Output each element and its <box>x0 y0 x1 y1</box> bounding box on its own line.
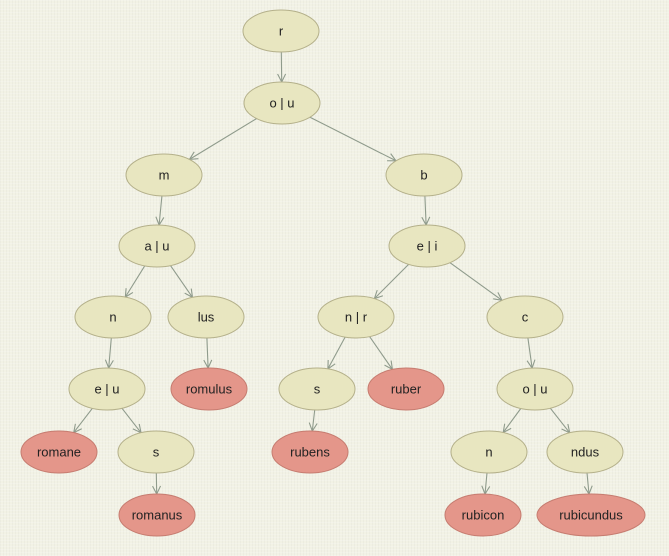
tree-node-nr: n | r <box>317 295 395 339</box>
leaf-node-ruber: ruber <box>367 367 445 411</box>
leaf-node-rubicon: rubicon <box>444 493 522 537</box>
edge-ndus-to-rubicundus <box>587 472 589 494</box>
tree-node-ou2: o | u <box>496 367 574 411</box>
node-label: ndus <box>571 445 600 460</box>
edge-ei-to-c <box>449 262 502 301</box>
tree-node-s2: s <box>117 430 195 474</box>
node-label: lus <box>198 310 215 325</box>
edge-nr-to-s1 <box>328 336 346 369</box>
node-label: rubens <box>290 445 330 460</box>
edge-n2-to-rubicon <box>485 472 487 494</box>
edge-ou1-to-m <box>190 118 257 160</box>
edge-ou2-to-n2 <box>503 408 522 433</box>
edge-s1-to-rubens <box>312 409 314 431</box>
edge-m-to-au <box>159 195 162 225</box>
node-label: o | u <box>269 96 294 111</box>
tree-node-c: c <box>486 295 564 339</box>
node-layer: r o | u m b a | u e | i n lus n | r c e | u romulus… <box>20 9 646 537</box>
node-ellipse <box>278 367 356 411</box>
tree-node-n1: n <box>74 295 152 339</box>
edge-layer <box>74 51 589 494</box>
node-label: e | u <box>94 382 119 397</box>
tree-node-au: a | u <box>118 224 196 268</box>
edge-c-to-ou2 <box>528 337 532 368</box>
node-label: b <box>420 168 427 183</box>
node-label: rubicon <box>462 508 505 523</box>
node-ellipse <box>367 367 445 411</box>
edge-b-to-ei <box>425 195 426 225</box>
node-label: o | u <box>522 382 547 397</box>
tree-node-m: m <box>125 153 203 197</box>
node-label: n <box>485 445 492 460</box>
node-label: ruber <box>391 382 422 397</box>
edge-lus-to-romulus <box>207 337 208 368</box>
leaf-node-romanus: romanus <box>118 493 196 537</box>
edge-au-to-n1 <box>125 265 146 297</box>
node-ellipse <box>444 493 522 537</box>
tree-node-n2: n <box>450 430 528 474</box>
node-ellipse <box>317 295 395 339</box>
node-label: r <box>279 24 284 39</box>
edge-au-to-lus <box>170 265 193 298</box>
node-label: c <box>522 310 529 325</box>
tree-node-ei: e | i <box>388 224 466 268</box>
edge-eu-to-romane <box>74 408 93 432</box>
node-ellipse <box>536 493 646 537</box>
node-ellipse <box>271 430 349 474</box>
edge-nr-to-ruber <box>369 336 393 370</box>
node-label: rubicundus <box>559 508 623 523</box>
node-ellipse <box>170 367 248 411</box>
node-label: n | r <box>345 310 368 325</box>
node-ellipse <box>388 224 466 268</box>
node-label: s <box>153 445 160 460</box>
node-label: s <box>314 382 321 397</box>
tree-node-r: r <box>242 9 320 53</box>
node-ellipse <box>20 430 98 474</box>
leaf-node-romane: romane <box>20 430 98 474</box>
node-ellipse <box>450 430 528 474</box>
node-ellipse <box>242 9 320 53</box>
node-label: romulus <box>186 382 233 397</box>
node-label: n <box>109 310 116 325</box>
node-ellipse <box>496 367 574 411</box>
leaf-node-romulus: romulus <box>170 367 248 411</box>
node-label: romane <box>37 445 81 460</box>
edge-ou1-to-b <box>309 116 396 161</box>
tree-node-ou1: o | u <box>243 81 321 125</box>
node-ellipse <box>243 81 321 125</box>
node-ellipse <box>118 493 196 537</box>
node-label: m <box>159 168 170 183</box>
node-ellipse <box>117 430 195 474</box>
node-ellipse <box>486 295 564 339</box>
node-ellipse <box>546 430 624 474</box>
node-label: e | i <box>417 239 438 254</box>
node-ellipse <box>74 295 152 339</box>
node-ellipse <box>167 295 245 339</box>
node-ellipse <box>385 153 463 197</box>
node-label: a | u <box>144 239 169 254</box>
edge-ei-to-nr <box>374 264 409 298</box>
edge-n1-to-eu <box>109 337 112 368</box>
edge-ou2-to-ndus <box>549 407 569 433</box>
tree-node-ndus: ndus <box>546 430 624 474</box>
leaf-node-rubicundus: rubicundus <box>536 493 646 537</box>
tree-node-s1: s <box>278 367 356 411</box>
node-ellipse <box>118 224 196 268</box>
node-ellipse <box>68 367 146 411</box>
tree-node-eu: e | u <box>68 367 146 411</box>
node-label: romanus <box>132 508 183 523</box>
leaf-node-rubens: rubens <box>271 430 349 474</box>
edge-eu-to-s2 <box>121 407 141 432</box>
tree-node-b: b <box>385 153 463 197</box>
tree-node-lus: lus <box>167 295 245 339</box>
node-ellipse <box>125 153 203 197</box>
